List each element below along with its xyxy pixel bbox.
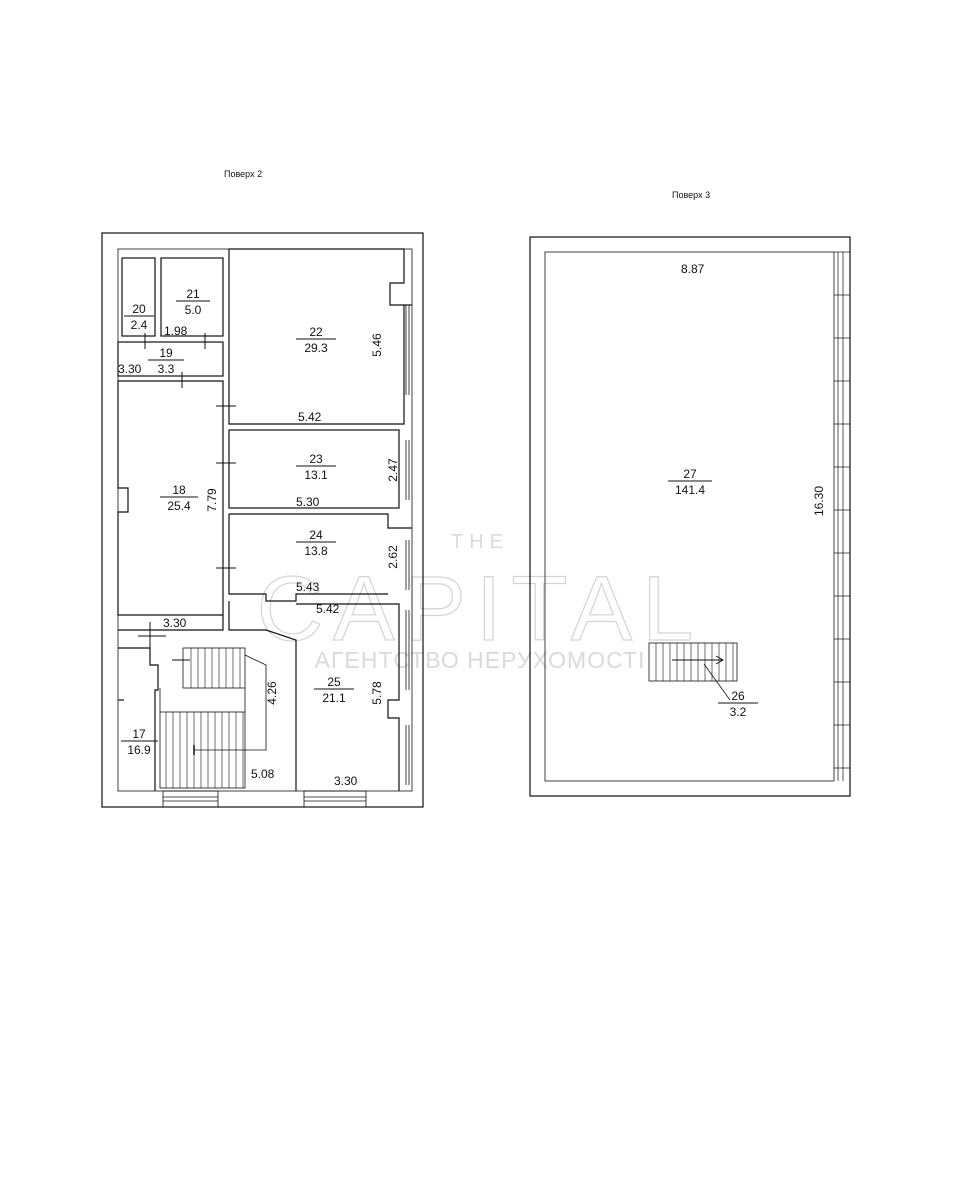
floor-2-title: Поверх 2: [224, 169, 262, 179]
dim-3-30-top: 3.30: [118, 362, 142, 376]
room-24-label: 24 13.8: [296, 528, 336, 558]
floor-2-inner-wall: [117, 248, 413, 792]
dim-5-42-top: 5.42: [298, 410, 322, 424]
dim-5-42-bottom: 5.42: [316, 602, 340, 616]
svg-text:21: 21: [186, 287, 200, 301]
room-21-walls: [160, 257, 224, 337]
svg-text:24: 24: [309, 528, 323, 542]
svg-text:5.0: 5.0: [185, 303, 202, 317]
room-25-walls: [296, 603, 400, 791]
dim-7-79: 7.79: [205, 488, 219, 512]
svg-text:3.3: 3.3: [158, 362, 175, 376]
floor-2-staircase: [159, 647, 267, 789]
room-27-label: 27 141.4: [668, 467, 712, 497]
dim-2-47: 2.47: [386, 458, 400, 482]
floor-3-title: Поверх 3: [672, 190, 710, 200]
svg-text:21.1: 21.1: [322, 691, 346, 705]
svg-text:22: 22: [309, 325, 323, 339]
floor-3-windows: [834, 251, 850, 781]
svg-text:13.8: 13.8: [304, 544, 328, 558]
room-22-label: 22 29.3: [296, 325, 336, 355]
room-23-label: 23 13.1: [296, 452, 336, 482]
floor-2-dimensions: 1.98 3.30 5.46 5.42 2.47 5.30 7.79 2.62 …: [118, 324, 400, 788]
floor-2-windows: [162, 305, 410, 808]
svg-text:3.2: 3.2: [730, 705, 747, 719]
floor-3-outer-wall: [529, 236, 851, 797]
dim-8-87: 8.87: [681, 262, 705, 276]
floor-2-plan: [101, 232, 424, 808]
floor-2-doors: [138, 333, 236, 661]
dim-16-30: 16.30: [812, 486, 826, 516]
dim-1-98: 1.98: [164, 324, 188, 338]
svg-text:17: 17: [132, 727, 146, 741]
watermark-main: CAPITAL: [257, 558, 704, 660]
dim-5-43: 5.43: [296, 580, 320, 594]
dim-5-46: 5.46: [370, 333, 384, 357]
watermark-sub: АГЕНТСТВО НЕРУХОМОСТІ: [315, 647, 646, 673]
floor-3-plan: [529, 236, 851, 797]
room-20-label: 20 2.4: [124, 302, 154, 332]
svg-text:20: 20: [132, 302, 146, 316]
room-18-label: 18 25.4: [160, 483, 198, 513]
svg-text:141.4: 141.4: [675, 483, 705, 497]
svg-text:29.3: 29.3: [304, 341, 328, 355]
floor-2-labels: 20 2.4 21 5.0 19 3.3 22 29.3 23 13.1 24 …: [121, 287, 354, 757]
dim-3-30-mid: 3.30: [163, 616, 187, 630]
svg-text:27: 27: [683, 467, 697, 481]
floor-3-labels: 27 141.4 26 3.2: [668, 467, 758, 719]
dim-4-26: 4.26: [265, 681, 279, 705]
floor-2-outer-wall: [101, 232, 424, 808]
watermark: THE CAPITAL АГЕНТСТВО НЕРУХОМОСТІ: [256, 531, 704, 673]
floor-3-dimensions: 8.87 16.30: [681, 262, 826, 516]
dim-3-30-bottom: 3.30: [334, 774, 358, 788]
room-22-walls: [228, 248, 405, 425]
room-19-walls: [117, 341, 224, 377]
room-26-label: 26 3.2: [718, 689, 758, 719]
dim-5-08: 5.08: [251, 767, 275, 781]
room-18-walls: [117, 380, 224, 616]
room-21-label: 21 5.0: [176, 287, 210, 317]
dim-2-62: 2.62: [386, 545, 400, 569]
room-17-label: 17 16.9: [121, 727, 158, 757]
room-17-walls: [118, 647, 159, 791]
dim-5-78: 5.78: [370, 681, 384, 705]
dim-5-30: 5.30: [296, 495, 320, 509]
room-26-staircase: [648, 642, 738, 682]
svg-text:18: 18: [172, 483, 186, 497]
svg-text:23: 23: [309, 452, 323, 466]
floor-3-inner-wall: [544, 251, 835, 782]
watermark-top: THE: [451, 531, 509, 553]
svg-text:26: 26: [731, 689, 745, 703]
svg-text:25: 25: [327, 675, 341, 689]
room-23-walls: [228, 429, 400, 509]
svg-text:13.1: 13.1: [304, 468, 328, 482]
room-24-walls: [229, 513, 412, 529]
svg-text:25.4: 25.4: [167, 499, 191, 513]
svg-text:19: 19: [159, 346, 173, 360]
svg-text:16.9: 16.9: [127, 743, 151, 757]
svg-text:2.4: 2.4: [131, 318, 148, 332]
room-19-label: 19 3.3: [148, 346, 184, 376]
room-20-walls: [121, 257, 156, 337]
room-25-label: 25 21.1: [314, 675, 354, 705]
